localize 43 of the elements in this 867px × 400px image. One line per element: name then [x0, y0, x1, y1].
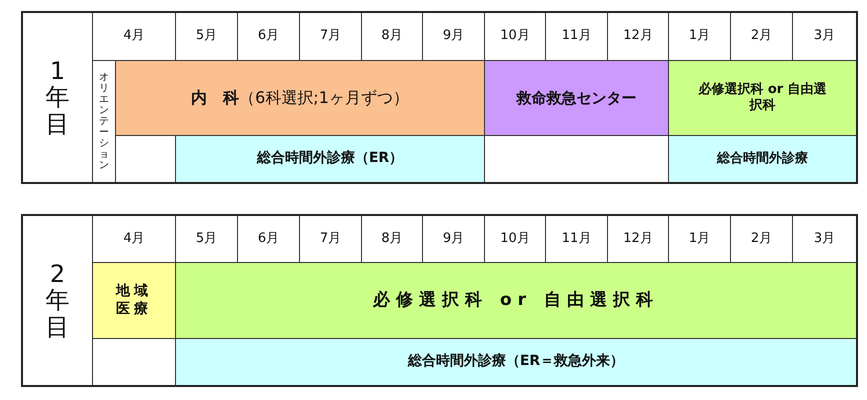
month-label: 8月 — [380, 230, 404, 248]
month-label: 8月 — [380, 28, 404, 45]
schedule-band — [175, 338, 857, 386]
month-label: 11月 — [560, 230, 592, 248]
schedule-band — [175, 135, 485, 183]
month-label: 9月 — [442, 230, 466, 248]
band-text: 必修選択科 or 自由選択科 — [372, 290, 660, 312]
band-text: 総合時間外診療（ER＝救急外来） — [406, 353, 626, 371]
month-label: 10月 — [499, 28, 531, 45]
band-text: 地域医療 — [114, 283, 153, 318]
schedule-band — [175, 262, 857, 339]
schedule-band — [115, 60, 485, 136]
month-label: 5月 — [194, 230, 218, 248]
year-label: 1年目 — [46, 58, 70, 138]
band-text: オリエンテーション — [99, 72, 109, 171]
month-label: 10月 — [499, 230, 531, 248]
month-label: 4月 — [122, 230, 146, 248]
band-text: 救命救急センター — [515, 88, 638, 108]
schedule-band — [668, 135, 857, 183]
band-text: 必修選択科 or 自由選択科 — [697, 82, 828, 114]
month-label: 11月 — [560, 28, 592, 45]
month-label: 6月 — [256, 28, 280, 45]
month-label: 7月 — [318, 230, 342, 248]
month-label: 2月 — [750, 230, 774, 248]
month-label: 7月 — [318, 28, 342, 45]
month-label: 3月 — [812, 28, 836, 45]
band-text: 内 科（6科選択;1ヶ月ずつ） — [190, 88, 410, 108]
schedule-band — [484, 60, 669, 136]
month-label: 4月 — [122, 28, 146, 45]
month-label: 12月 — [622, 230, 654, 248]
schedule-band — [668, 60, 857, 136]
year-label: 2年目 — [46, 260, 70, 340]
month-label: 2月 — [750, 28, 774, 45]
month-label: 5月 — [194, 28, 218, 45]
band-text: 総合時間外診療（ER） — [256, 150, 404, 168]
month-label: 12月 — [622, 28, 654, 45]
month-label: 1月 — [688, 28, 712, 45]
month-label: 1月 — [688, 230, 712, 248]
schedule-band — [92, 262, 176, 339]
month-label: 9月 — [442, 28, 466, 45]
month-label: 6月 — [256, 230, 280, 248]
month-label: 3月 — [812, 230, 836, 248]
band-text: 総合時間外診療 — [716, 150, 809, 168]
